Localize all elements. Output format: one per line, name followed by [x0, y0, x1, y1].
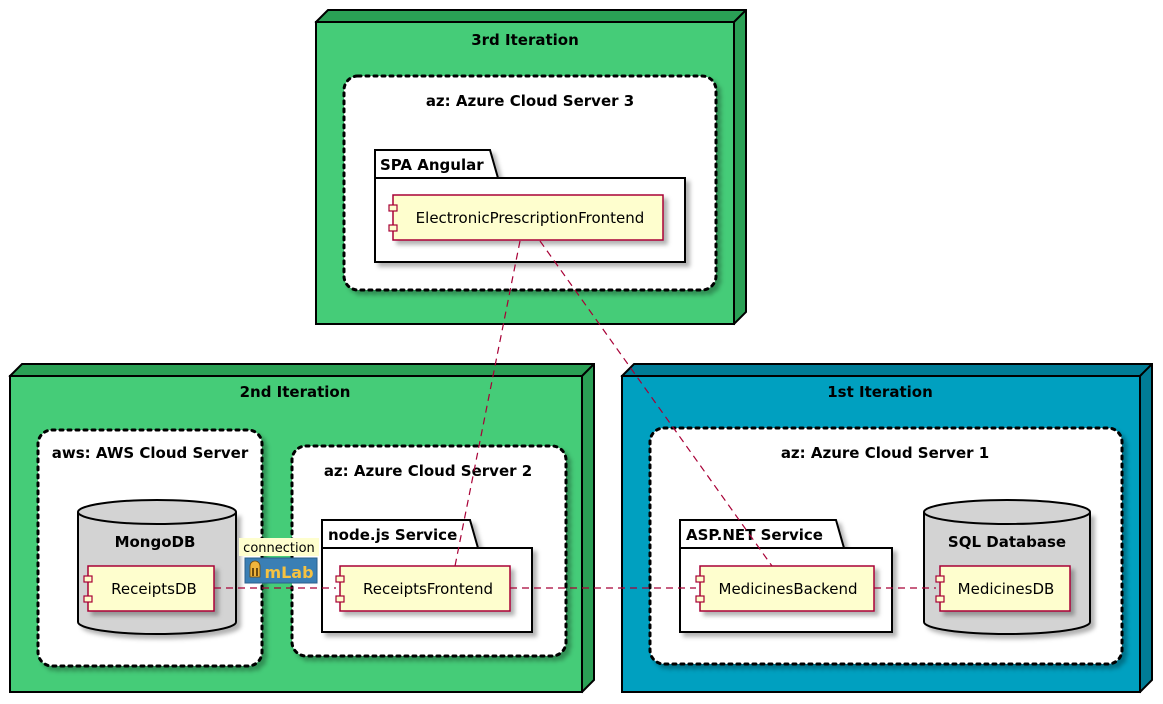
cloud-azure-server-2-title: az: Azure Cloud Server 2	[324, 462, 532, 480]
cloud-aws-server-title: aws: AWS Cloud Server	[52, 444, 249, 462]
component-medicines-db: MedicinesDB	[935, 565, 1071, 612]
cloud-azure-server-3-title: az: Azure Cloud Server 3	[426, 92, 634, 110]
link-frontend-medicines-backend	[539, 240, 773, 567]
component-medicines-backend-label: MedicinesBackend	[719, 580, 858, 598]
component-receipts-frontend-label: ReceiptsFrontend	[363, 580, 493, 598]
mlab-logo: mLab	[244, 557, 318, 584]
component-medicines-db-label: MedicinesDB	[958, 580, 1055, 598]
connection-label-group: connection mLab	[239, 538, 319, 584]
component-receipts-frontend: ReceiptsFrontend	[335, 565, 511, 612]
cloud-azure-server-1-title: az: Azure Cloud Server 1	[781, 444, 989, 462]
links	[214, 240, 936, 589]
package-spa-angular-title: SPA Angular	[380, 156, 484, 174]
node-2nd-iteration-title: 2nd Iteration	[240, 383, 351, 401]
database-sql-title: SQL Database	[948, 533, 1066, 551]
node-1st-iteration-title: 1st Iteration	[827, 383, 933, 401]
node-3rd-iteration-title: 3rd Iteration	[471, 31, 579, 49]
package-nodejs-service-title: node.js Service	[328, 526, 457, 544]
mlab-icon	[249, 560, 261, 578]
component-electronic-prescription-frontend: ElectronicPrescriptionFrontend	[388, 194, 664, 241]
component-electronic-prescription-frontend-label: ElectronicPrescriptionFrontend	[416, 209, 645, 227]
package-aspnet-service-title: ASP.NET Service	[686, 526, 823, 544]
database-mongodb-title: MongoDB	[115, 533, 196, 551]
mlab-logo-text: mLab	[264, 563, 313, 582]
component-medicines-backend: MedicinesBackend	[695, 565, 875, 612]
connection-label: connection	[243, 541, 315, 556]
component-receipts-db: ReceiptsDB	[83, 565, 215, 612]
component-receipts-db-label: ReceiptsDB	[111, 580, 197, 598]
link-frontend-receipts-frontend	[454, 240, 521, 567]
